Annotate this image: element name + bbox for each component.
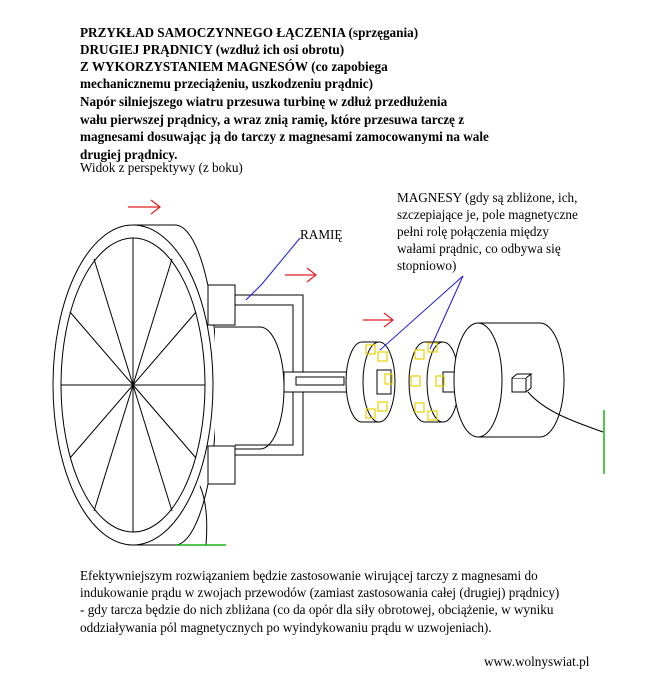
generator-2: [453, 322, 604, 438]
arrow-icon: [363, 312, 394, 328]
bottom-line: oddziaływania pól magnetycznych po wyind…: [80, 619, 492, 635]
magnets-label-line: stopniowo): [397, 258, 457, 273]
bottom-line: indukowanie prądu w zwojach przewodów (z…: [80, 585, 560, 601]
pointer-lines: [245, 237, 464, 351]
magnets-label-line: szczepiające je, pole magnetyczne: [397, 207, 578, 222]
magnets-label-line: wałami prądnic, co odbywa się: [397, 241, 561, 256]
website-link[interactable]: www.wolnyswiat.pl: [484, 654, 590, 669]
generator-1: [199, 284, 285, 546]
title-line: Z WYKORZYSTANIEM MAGNESÓW (co zapobiega: [80, 59, 388, 74]
motion-arrows: [128, 199, 394, 328]
title-line: PRZYKŁAD SAMOCZYNNEGO ŁĄCZENIA (sprzęgan…: [80, 25, 419, 40]
title-block: PRZYKŁAD SAMOCZYNNEGO ŁĄCZENIA (sprzęgan…: [80, 24, 418, 92]
title-line: DRUGIEJ PRĄDNICY (wzdłuż ich osi obrotu): [80, 42, 345, 57]
bottom-description: Efektywniejszym rozwiązaniem będzie zast…: [80, 567, 559, 636]
arrow-icon: [128, 199, 161, 215]
bottom-line: - gdy tarcza będzie do nich zbliżana (co…: [80, 602, 554, 618]
magnet-disc-2: [408, 341, 464, 423]
magnets-label-line: pełni rolę połączenia między: [397, 224, 549, 239]
arrow-icon: [285, 267, 317, 283]
ramie-pointer: [245, 237, 301, 301]
intro-block: Napór silniejszego wiatru przesuwa turbi…: [80, 93, 489, 163]
magnets-label: MAGNESY (gdy są zbliżone, ich, szczepiaj…: [397, 189, 578, 274]
magnet-pointer-1: [379, 275, 464, 351]
magnet-pointer-2: [429, 275, 464, 350]
magnets-label-line: MAGNESY (gdy są zbliżone, ich,: [397, 190, 578, 205]
bottom-line: Efektywniejszym rozwiązaniem będzie zast…: [80, 568, 538, 583]
title-line: mechanicznemu przeciążeniu, uszkodzeniu …: [80, 76, 374, 91]
turbine: [52, 224, 218, 546]
ground-markers: [176, 410, 605, 546]
magnet-disc-1: [345, 341, 396, 423]
arm-label: RAMIĘ: [300, 227, 343, 242]
view-label: Widok z perspektywy (z boku): [80, 160, 243, 175]
intro-line: magnesami dosuwając ją do tarczy z magne…: [80, 129, 489, 145]
intro-line: Napór silniejszego wiatru przesuwa turbi…: [80, 94, 448, 109]
intro-line: drugiej prądnicy.: [80, 146, 178, 162]
magnet-blocks-2: [410, 342, 445, 421]
turbine-spokes: [61, 238, 205, 532]
magnet-blocks-1: [365, 344, 393, 419]
intro-line: wału pierwszej prądnicy, a wraz znią ram…: [80, 111, 465, 127]
